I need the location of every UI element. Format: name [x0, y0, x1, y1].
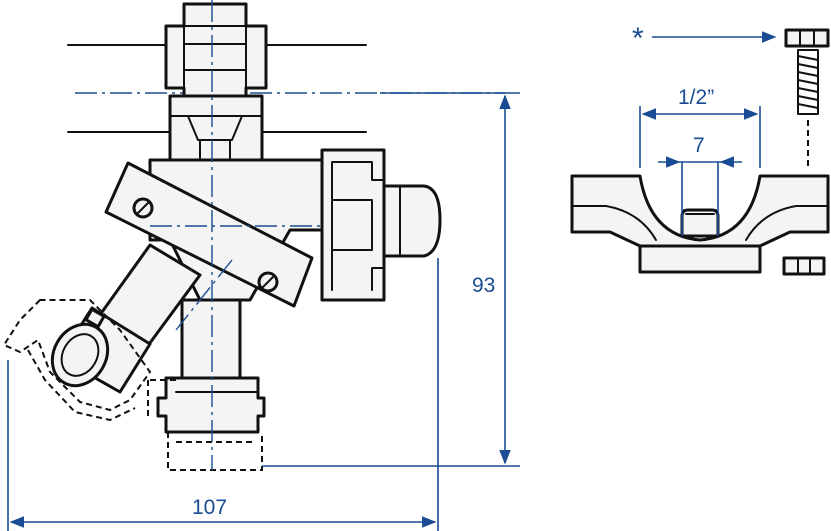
side-cap	[320, 148, 386, 302]
clamp-section-base	[638, 244, 762, 274]
screw-callout-marker: *	[632, 22, 644, 55]
screw-icon	[784, 28, 830, 170]
vertical-outlet	[180, 298, 242, 380]
clamp-section-body	[570, 174, 830, 248]
connector-neck	[168, 94, 264, 162]
height-dimension-label: 93	[472, 274, 495, 297]
valve-body-view	[2, 0, 505, 471]
width-dimension-label: 107	[192, 496, 227, 519]
top-connector	[164, 2, 268, 98]
vertical-outlet-nut	[156, 376, 266, 434]
thread-dimension-label: 1/2”	[678, 86, 714, 109]
nut-icon	[782, 256, 826, 276]
dimension-height: 93	[262, 92, 520, 467]
clamp-bar	[104, 161, 314, 308]
bore-dimension-label: 7	[693, 134, 705, 157]
dimension-width: 107	[7, 258, 439, 531]
alt-position-outline-1	[2, 299, 152, 412]
outlet-opening	[50, 322, 110, 388]
clamp-section-view: * 1/2” 7	[570, 22, 830, 276]
side-cap-nose	[382, 184, 442, 258]
alt-position-outline-2	[147, 379, 263, 471]
